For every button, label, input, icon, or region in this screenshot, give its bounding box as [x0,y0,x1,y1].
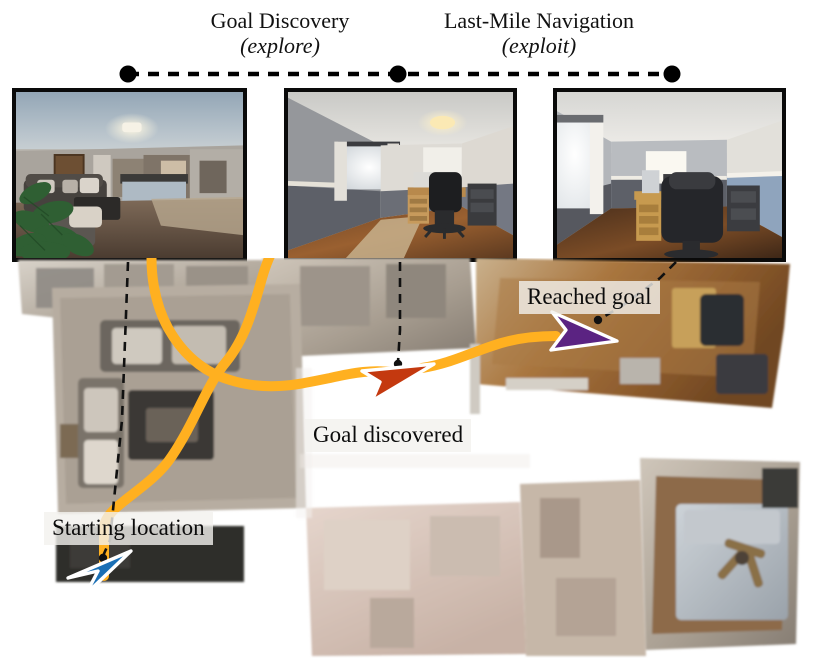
timeline-svg [119,65,681,83]
reached-goal-label: Reached goal [519,281,660,314]
phase-subtitle-exploit: (exploit) [501,33,577,59]
phase-title-exploit: Last-Mile Navigation [443,8,634,33]
goal-discovered-label: Goal discovered [305,419,472,452]
phase-timeline [0,60,818,90]
panorama-panel-goal [553,88,786,262]
phase-heading-explore: Goal Discovery (explore) [165,8,395,58]
agent-trajectory [99,258,561,581]
phase-subtitle-explore: (explore) [240,33,320,59]
floorplan-map [0,258,818,658]
phase-heading-exploit: Last-Mile Navigation (exploit) [405,8,673,58]
starting-location-label: Starting location [44,512,213,545]
panorama-panel-start [12,88,247,262]
phase-title-explore: Goal Discovery [210,8,350,33]
floorplan-svg [18,258,800,656]
panorama-panel-discovery [284,88,517,262]
timeline-node-goal [663,65,681,83]
mesh-geometry [18,258,800,656]
timeline-node-discovery [389,65,407,83]
timeline-node-start [119,65,137,83]
